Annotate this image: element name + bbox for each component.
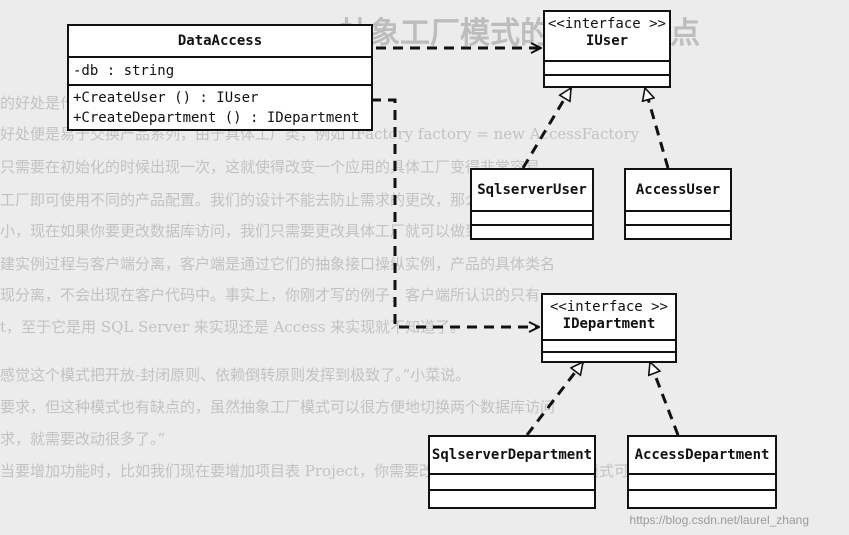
realization-sqlserveruser-iuser bbox=[521, 88, 573, 169]
sqlserverdepartment-name: SqlserverDepartment bbox=[431, 447, 593, 463]
background-line: 要求，但这种模式也有缺点的，虽然抽象工厂模式可以很方便地切换两个数据库访问 bbox=[0, 398, 556, 416]
sqlserveruser-name: SqlserverUser bbox=[477, 182, 587, 198]
iuser-stereotype: <<interface >> bbox=[547, 16, 666, 32]
class-dataaccess-attributes: -db : string bbox=[69, 56, 371, 84]
realization-sqlserverdept-idepartment bbox=[525, 362, 585, 436]
realization-accessdept-idepartment bbox=[650, 362, 680, 436]
class-dataaccess: DataAccess -db : string +CreateUser () :… bbox=[67, 24, 373, 131]
background-line: 小，现在如果你要更改数据库访问，我们只需要更改具体工厂就可以做到。第二大好 bbox=[0, 222, 556, 240]
class-dataaccess-name: DataAccess bbox=[177, 33, 263, 49]
background-line: 现分离，不会出现在客户代码中。事实上，你刚才写的例子，客户端所认识的只有 bbox=[0, 286, 541, 304]
method-create-user: +CreateUser () : IUser bbox=[73, 90, 259, 106]
class-dataaccess-methods: +CreateUser () : IUser +CreateDepartment… bbox=[69, 84, 371, 130]
background-line: 只需要在初始化的时候出现一次，这就使得改变一个应用的具体工厂变得非常容易， bbox=[0, 158, 556, 176]
iuser-name: IUser bbox=[585, 33, 629, 49]
background-line: t，至于它是用 SQL Server 来实现还是 Access 来实现就不知道了… bbox=[0, 318, 466, 336]
background-line: 求，就需要改动很多了。” bbox=[0, 430, 166, 448]
dependency-dataaccess-idepartment bbox=[371, 98, 539, 327]
accessuser-name: AccessUser bbox=[635, 182, 721, 198]
class-sqlserveruser: SqlserverUser bbox=[470, 168, 594, 240]
idepartment-stereotype: <<interface >> bbox=[549, 299, 668, 315]
idepartment-name: IDepartment bbox=[562, 316, 656, 332]
method-create-department: +CreateDepartment () : IDepartment bbox=[73, 110, 360, 126]
accessdepartment-name: AccessDepartment bbox=[634, 447, 770, 463]
class-sqlserverdepartment: SqlserverDepartment bbox=[428, 435, 596, 509]
watermark: https://blog.csdn.net/laurel_zhang bbox=[629, 513, 809, 527]
realization-accessuser-iuser bbox=[645, 88, 670, 169]
interface-iuser: <<interface >> IUser bbox=[543, 10, 671, 88]
class-accessdepartment: AccessDepartment bbox=[627, 435, 777, 509]
attribute-db: -db : string bbox=[73, 63, 175, 79]
background-line: 感觉这个模式把开放-封闭原则、依赖倒转原则发挥到极致了。”小菜说。 bbox=[0, 366, 471, 384]
background-line: 建实例过程与客户端分离，客户端是通过它们的抽象接口操纵实例，产品的具体类名 bbox=[0, 255, 556, 273]
class-accessuser: AccessUser bbox=[624, 168, 732, 240]
interface-idepartment: <<interface >> IDepartment bbox=[541, 293, 677, 363]
background-line: 工厂即可使用不同的产品配置。我们的设计不能去防止需求的更改，那么我们的理想 bbox=[0, 191, 556, 209]
